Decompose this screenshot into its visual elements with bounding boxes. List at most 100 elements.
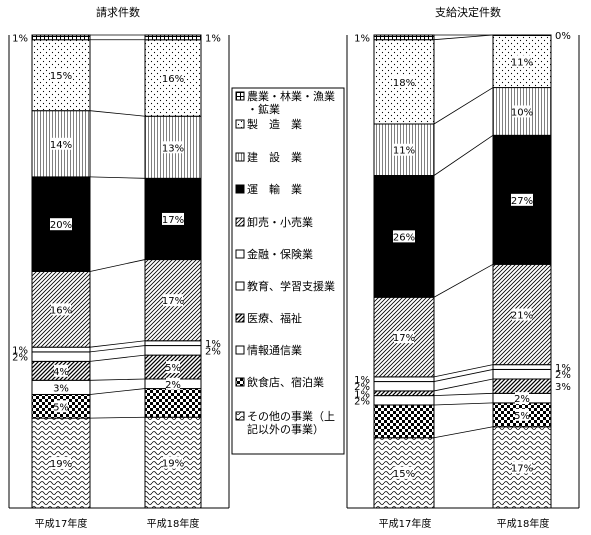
data-label: 17% bbox=[162, 215, 184, 226]
connector-line bbox=[433, 135, 494, 176]
bar-segment-info bbox=[373, 395, 435, 406]
data-label: 13% bbox=[162, 143, 184, 154]
data-label: 1% bbox=[354, 389, 370, 400]
connector-line bbox=[89, 378, 146, 381]
data-label-bg bbox=[166, 361, 180, 374]
labels-right: 15%2%1%2%1%17%26%11%18%1%17%5%2%3%2%1%21… bbox=[354, 31, 571, 480]
data-label: 1% bbox=[12, 33, 28, 44]
data-label: 5% bbox=[53, 402, 69, 413]
bar-segment-agri bbox=[373, 34, 435, 41]
data-label: 1% bbox=[12, 346, 28, 357]
data-label-bg bbox=[394, 75, 414, 88]
data-label: 2% bbox=[555, 370, 571, 381]
bar-segment-edu bbox=[373, 381, 435, 392]
data-label: 16% bbox=[50, 305, 72, 316]
legend-label: 製 造 業 bbox=[247, 117, 302, 131]
connector-line bbox=[433, 364, 494, 378]
data-label-bg bbox=[51, 137, 71, 150]
panel-title-claims: 請求件数 bbox=[96, 5, 140, 19]
data-label-bg bbox=[163, 72, 183, 84]
x-tick-label: 平成18年度 bbox=[497, 517, 550, 530]
data-label-bg bbox=[394, 466, 414, 479]
data-label: 10% bbox=[511, 107, 533, 118]
data-label: 4% bbox=[53, 367, 69, 378]
bar-segment-fin bbox=[492, 364, 552, 370]
data-label-bg bbox=[394, 143, 414, 156]
data-label: 16% bbox=[162, 74, 184, 85]
data-label: 1% bbox=[205, 339, 221, 350]
legend-label: 記以外の事業） bbox=[247, 422, 324, 436]
data-label-bg bbox=[394, 331, 414, 344]
legend-label: 農業・林業・漁業 bbox=[247, 89, 335, 103]
bar-segment-retail bbox=[144, 259, 202, 342]
legend-label: 医療、福祉 bbox=[247, 311, 302, 325]
data-label-bg bbox=[163, 294, 183, 307]
data-label: 19% bbox=[162, 459, 184, 470]
legend: 農業・林業・漁業・鉱業製 造 業建 設 業運 輸 業卸売・小売業金融・保険業教育… bbox=[231, 87, 345, 455]
connector-line bbox=[89, 354, 146, 362]
connector-line bbox=[433, 263, 494, 298]
connector-line bbox=[433, 369, 494, 382]
data-label: 2% bbox=[514, 394, 530, 405]
data-label-bg bbox=[162, 212, 184, 225]
data-label: 2% bbox=[354, 382, 370, 393]
data-label-bg bbox=[51, 457, 71, 470]
bars-left bbox=[31, 34, 202, 509]
panel-left-claims: 請求件数 19%5%3%4%2%1%16%20%14%15%1%19%2%5%2… bbox=[8, 5, 230, 530]
data-label-bg bbox=[54, 364, 68, 377]
data-label-bg bbox=[166, 377, 180, 390]
legend-swatch-med bbox=[235, 313, 245, 323]
connector-line bbox=[433, 402, 494, 406]
data-label-bg bbox=[512, 461, 532, 474]
x-tick-label: 平成17年度 bbox=[35, 517, 88, 530]
connector-line bbox=[89, 110, 146, 117]
legend-box bbox=[231, 87, 345, 455]
data-label-bg bbox=[50, 218, 72, 231]
connector-line bbox=[89, 340, 146, 348]
data-label: 2% bbox=[354, 396, 370, 407]
data-label-bg bbox=[515, 408, 529, 421]
data-label: 11% bbox=[511, 57, 533, 68]
data-label: 15% bbox=[393, 469, 415, 480]
legend-label: その他の事業（上 bbox=[247, 410, 335, 423]
data-label: 1% bbox=[205, 33, 221, 44]
connector-line bbox=[89, 345, 146, 353]
data-label: 17% bbox=[162, 296, 184, 307]
legend-swatch-other bbox=[235, 411, 245, 421]
data-label: 21% bbox=[511, 311, 533, 322]
data-label: 3% bbox=[53, 383, 69, 394]
data-label: 27% bbox=[511, 196, 533, 207]
legend-swatch-retail bbox=[235, 217, 245, 227]
connector-line bbox=[89, 388, 146, 395]
legend-label: 教育、学習支援業 bbox=[247, 279, 335, 293]
connector-line bbox=[89, 259, 146, 272]
data-label-bg bbox=[51, 303, 71, 316]
connector-line bbox=[89, 416, 146, 419]
data-label: 2% bbox=[205, 346, 221, 357]
data-label-bg bbox=[393, 230, 415, 243]
legend-label: ・鉱業 bbox=[247, 102, 280, 116]
data-label-bg bbox=[512, 55, 532, 68]
panel-title-decisions: 支給決定件数 bbox=[435, 5, 501, 19]
legend-swatch-const bbox=[235, 152, 245, 162]
legend-swatch-trans bbox=[235, 184, 245, 194]
connector-line bbox=[433, 392, 494, 397]
bar-segment-agri bbox=[492, 34, 552, 36]
panel-right-decisions: 支給決定件数 15%2%1%2%1%17%26%11%18%1%17%5%2%3… bbox=[346, 5, 580, 530]
data-label: 5% bbox=[514, 411, 530, 422]
data-label: 0% bbox=[555, 31, 571, 42]
bar-segment-med bbox=[373, 390, 435, 397]
bar-segment-med bbox=[492, 378, 552, 394]
bar-segment-edu bbox=[31, 351, 91, 362]
bar-segment-edu bbox=[492, 368, 552, 380]
data-label: 17% bbox=[511, 463, 533, 474]
labels-left: 19%5%3%4%2%1%16%20%14%15%1%19%2%5%2%1%17… bbox=[12, 33, 221, 470]
data-label: 2% bbox=[165, 380, 181, 391]
connector-line bbox=[433, 87, 494, 125]
data-label-bg bbox=[515, 392, 529, 405]
data-label-bg bbox=[51, 69, 71, 82]
bar-segment-food bbox=[373, 404, 435, 439]
data-label: 1% bbox=[354, 33, 370, 44]
data-label: 20% bbox=[50, 220, 72, 231]
